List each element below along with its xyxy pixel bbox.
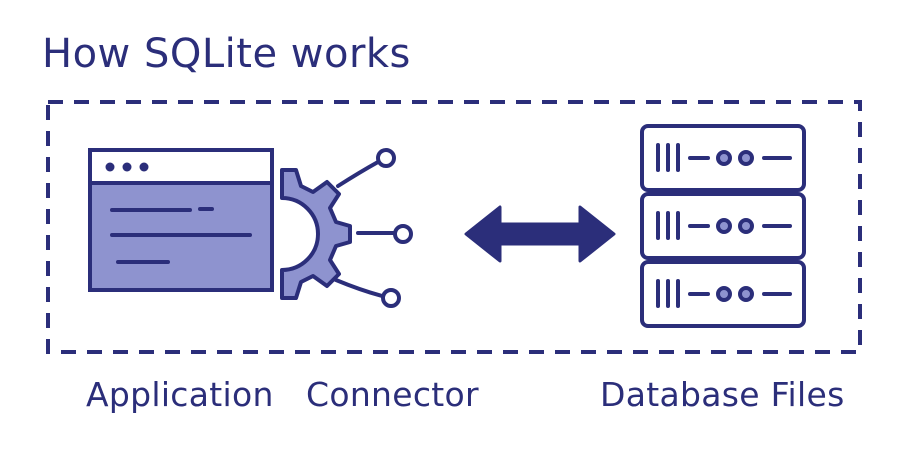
app-window-icon xyxy=(88,148,274,292)
gear-connector-icon xyxy=(280,148,413,308)
double-arrow-icon xyxy=(464,205,616,263)
application-label: Application xyxy=(86,375,274,414)
dashed-boundary xyxy=(46,100,862,354)
server-stack-icon xyxy=(640,124,806,328)
connector-label: Connector xyxy=(306,375,479,414)
diagram-title: How SQLite works xyxy=(42,31,411,77)
database-files-label: Database Files xyxy=(600,375,845,414)
